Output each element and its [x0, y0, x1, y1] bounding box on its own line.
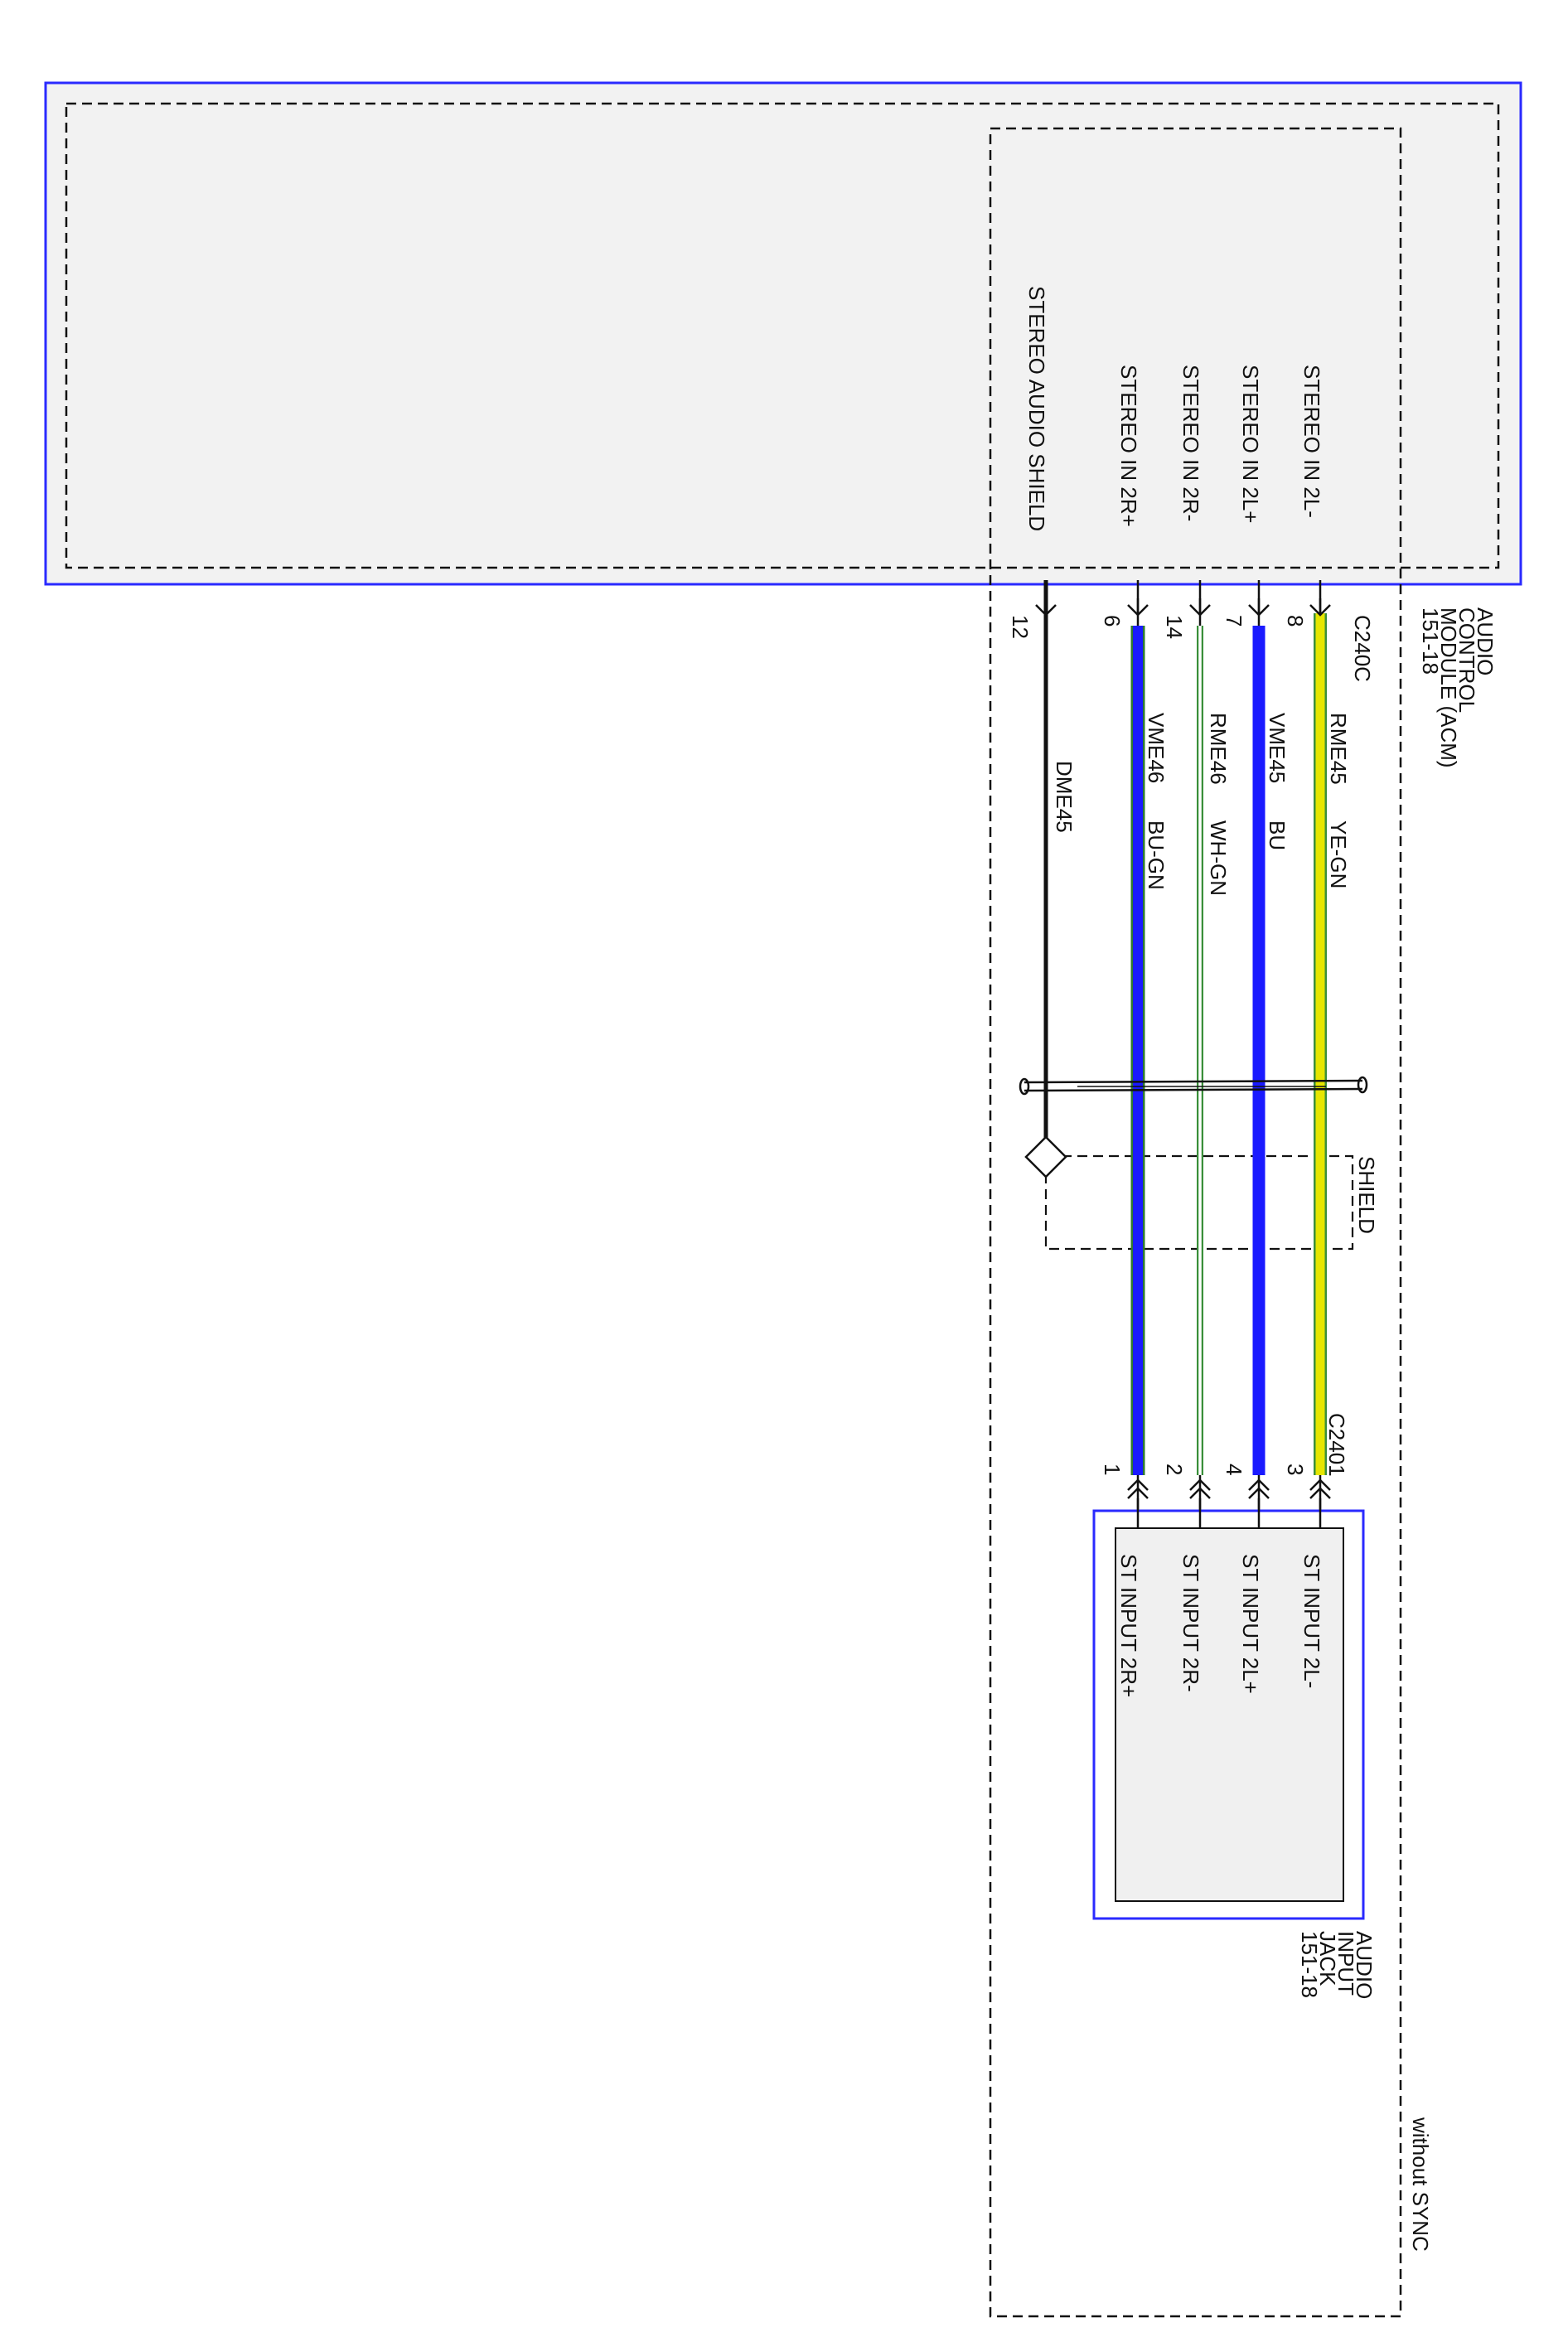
- wire-color-label: WH-GN: [1206, 820, 1231, 896]
- acm-pin-function-label: STEREO IN 2R-: [1178, 365, 1203, 521]
- twisted-pair-marker: [1019, 1076, 1368, 1096]
- c2401-pin-number: 4: [1222, 1464, 1246, 1475]
- jack-name-line: INPUT: [1333, 1931, 1358, 1996]
- jack-name-line: JACK: [1315, 1931, 1340, 1986]
- acm-name-line: AUDIO: [1473, 607, 1498, 675]
- c240c-pin-number: 6: [1100, 615, 1125, 627]
- acm-name-line: MODULE (ACM): [1436, 607, 1461, 768]
- connector-c240c-label: C240C: [1350, 615, 1375, 682]
- acm-module: [44, 81, 1522, 586]
- c240c-pin-number: 8: [1283, 615, 1308, 627]
- jack-name-line: AUDIO: [1352, 1931, 1377, 1999]
- wire-circuit-label: RME46: [1206, 713, 1231, 785]
- c240c-pin-12: [1035, 598, 1057, 617]
- acm-module-outline: [44, 81, 1522, 586]
- c240c-pin-7: [1248, 598, 1270, 617]
- acm-pin-function-label: STEREO IN 2L+: [1238, 365, 1263, 523]
- wire-circuit-label: VME45: [1265, 713, 1290, 783]
- jack-pin-function-label: ST INPUT 2L+: [1238, 1554, 1263, 1694]
- c240c-pin-14: [1189, 598, 1211, 617]
- connector-c2401-label: C2401: [1324, 1413, 1349, 1477]
- jack-inner: [1115, 1527, 1344, 1902]
- wire-color-label: BU: [1265, 820, 1290, 850]
- wire-color-label: BU-GN: [1144, 820, 1169, 890]
- wire-circuit-label: RME45: [1326, 713, 1351, 785]
- shield-drain-symbol: [1024, 1135, 1067, 1178]
- acm-name-label: AUDIO CONTROL MODULE (ACM) 151-18: [1418, 607, 1498, 768]
- acm-name-line: CONTROL: [1454, 607, 1479, 713]
- acm-pin-function-label: STEREO IN 2L-: [1299, 365, 1324, 518]
- audio-input-jack: [1092, 1498, 1365, 1920]
- jack-pin-function-label: ST INPUT 2R+: [1116, 1554, 1141, 1697]
- c2401-pin-4: [1248, 1478, 1270, 1499]
- c2401-pin-1: [1127, 1478, 1149, 1499]
- c2401-pin-2: [1189, 1478, 1211, 1499]
- wires: [1043, 580, 1327, 1523]
- wire-circuit-label: VME46: [1144, 713, 1169, 783]
- acm-name-line: 151-18: [1418, 607, 1443, 675]
- c240c-pin-number: 14: [1162, 615, 1187, 639]
- acm-pin-function-label: STEREO AUDIO SHIELD: [1024, 286, 1049, 531]
- acm-module-inner-dashed: [65, 102, 1500, 569]
- without-sync-label: without SYNC: [1408, 2117, 1433, 2252]
- labels: STEREO IN 2L- STEREO IN 2L+ STEREO IN 2R…: [1008, 286, 1498, 2252]
- c2401-pin-number: 3: [1283, 1464, 1308, 1475]
- connector-c2401-pins: [1127, 1478, 1331, 1499]
- jack-name-line: 151-18: [1297, 1931, 1322, 1998]
- connector-c240c-pins: [1035, 598, 1331, 617]
- without-sync-region: [989, 127, 1402, 2318]
- c2401-pin-3: [1309, 1478, 1331, 1499]
- c2401-pin-number: 1: [1100, 1464, 1125, 1475]
- c240c-pin-8: [1309, 598, 1331, 617]
- jack-name-label: AUDIO INPUT JACK 151-18: [1297, 1931, 1377, 1999]
- acm-pin-function-label: STEREO IN 2R+: [1116, 365, 1141, 527]
- jack-pin-function-label: ST INPUT 2R-: [1178, 1554, 1203, 1692]
- c240c-pin-6: [1127, 598, 1149, 617]
- wire-color-label: YE-GN: [1326, 820, 1351, 888]
- wire-circuit-label: DME45: [1052, 761, 1077, 833]
- shield-label: SHIELD: [1354, 1156, 1379, 1234]
- jack-pin-function-label: ST INPUT 2L-: [1299, 1554, 1324, 1688]
- c2401-pin-number: 2: [1162, 1464, 1187, 1475]
- c240c-pin-number: 7: [1222, 615, 1246, 627]
- c240c-pin-number: 12: [1008, 615, 1033, 639]
